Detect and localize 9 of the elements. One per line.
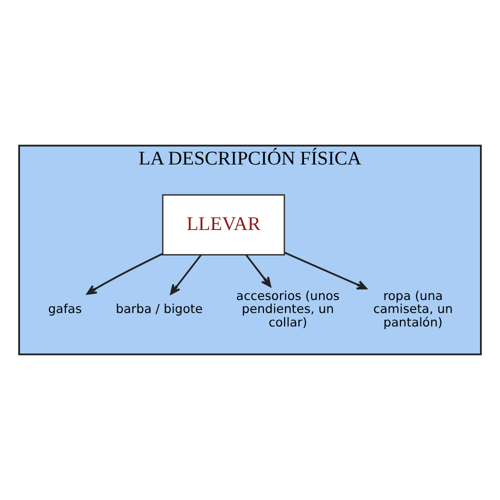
node-text: gafas: [48, 302, 82, 316]
node-text: barba / bigote: [116, 302, 203, 316]
arrow: [284, 252, 368, 290]
node-text: accesorios (unos pendientes, un collar): [236, 288, 340, 330]
node-box: LLEVAR: [162, 194, 286, 256]
arrow: [245, 254, 272, 288]
arrow: [170, 254, 202, 295]
arrow: [86, 252, 164, 295]
node-text: ropa (una camiseta, un pantalón): [373, 288, 453, 330]
